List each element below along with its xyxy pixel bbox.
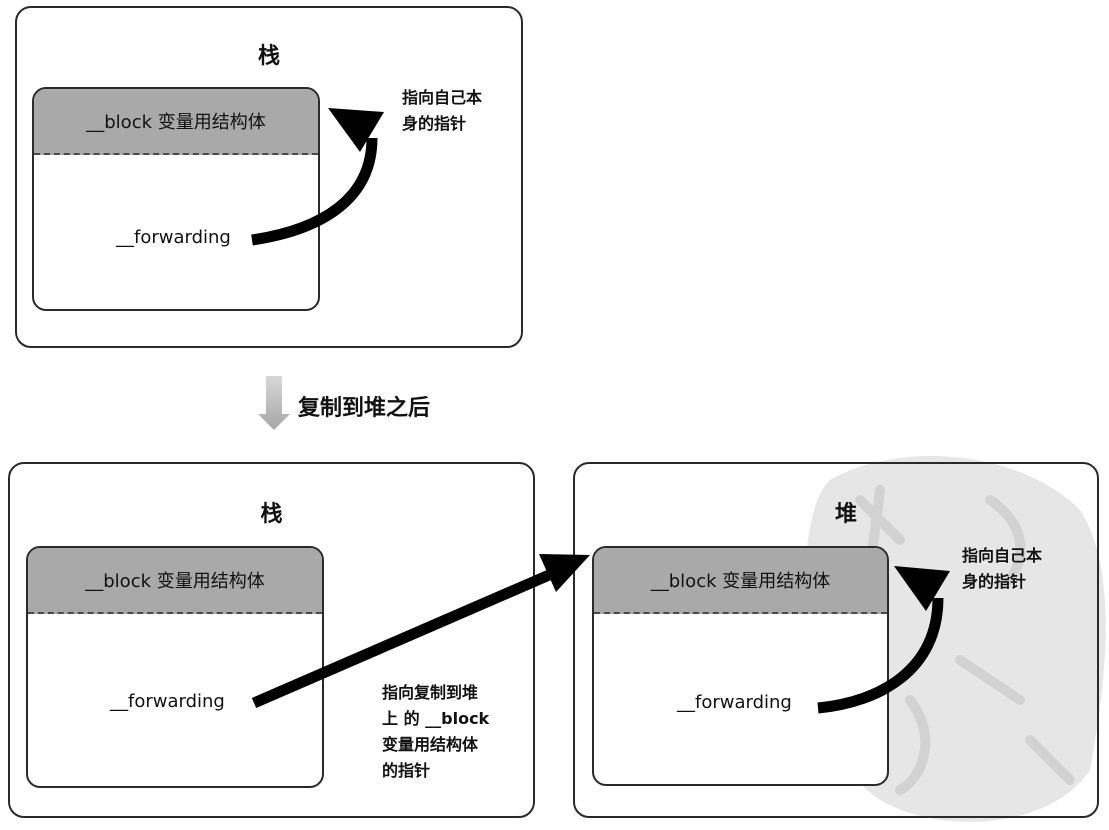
struct-header: __block 变量用结构体 bbox=[28, 548, 322, 614]
note-line: 上 的 __block bbox=[382, 709, 490, 728]
panel-title: 栈 bbox=[257, 44, 280, 69]
note-line: 的指针 bbox=[382, 761, 431, 780]
note-line: 身的指针 bbox=[402, 114, 467, 133]
struct-header: __block 变量用结构体 bbox=[34, 89, 318, 155]
arrowhead bbox=[328, 108, 384, 152]
self-pointer-arrow-heap bbox=[817, 597, 944, 714]
note-line: 变量用结构体 bbox=[382, 735, 479, 754]
block-struct-top: __block 变量用结构体 bbox=[32, 87, 320, 311]
panel-title: 栈 bbox=[260, 502, 283, 527]
heap-pointer-note: 指向复制到堆 上 的 __block 变量用结构体 的指针 bbox=[382, 680, 489, 784]
block-struct-stack: __block 变量用结构体 bbox=[26, 546, 324, 788]
struct-header: __block 变量用结构体 bbox=[594, 548, 887, 614]
forwarding-field-heap: __forwarding bbox=[677, 692, 792, 713]
copy-pointer-arrow bbox=[251, 566, 559, 709]
panel-title: 堆 bbox=[834, 502, 857, 527]
note-line: 指向复制到堆 bbox=[382, 683, 479, 702]
self-pointer-arrow-top bbox=[251, 137, 378, 246]
arrowhead bbox=[539, 554, 590, 592]
block-struct-heap: __block 变量用结构体 bbox=[592, 546, 889, 786]
self-pointer-note-heap: 指向自己本 身的指针 bbox=[962, 543, 1042, 595]
forwarding-field-top: __forwarding bbox=[116, 227, 231, 248]
heap-panel: 堆 bbox=[573, 462, 1099, 818]
arrowhead bbox=[894, 566, 950, 611]
self-pointer-note-top: 指向自己本 身的指针 bbox=[402, 85, 482, 137]
note-line: 身的指针 bbox=[962, 572, 1027, 591]
note-line: 指向自己本 bbox=[962, 546, 1043, 565]
note-line: 指向自己本 bbox=[402, 88, 483, 107]
forwarding-field-stack: __forwarding bbox=[110, 691, 225, 712]
copy-to-heap-label: 复制到堆之后 bbox=[298, 396, 431, 421]
